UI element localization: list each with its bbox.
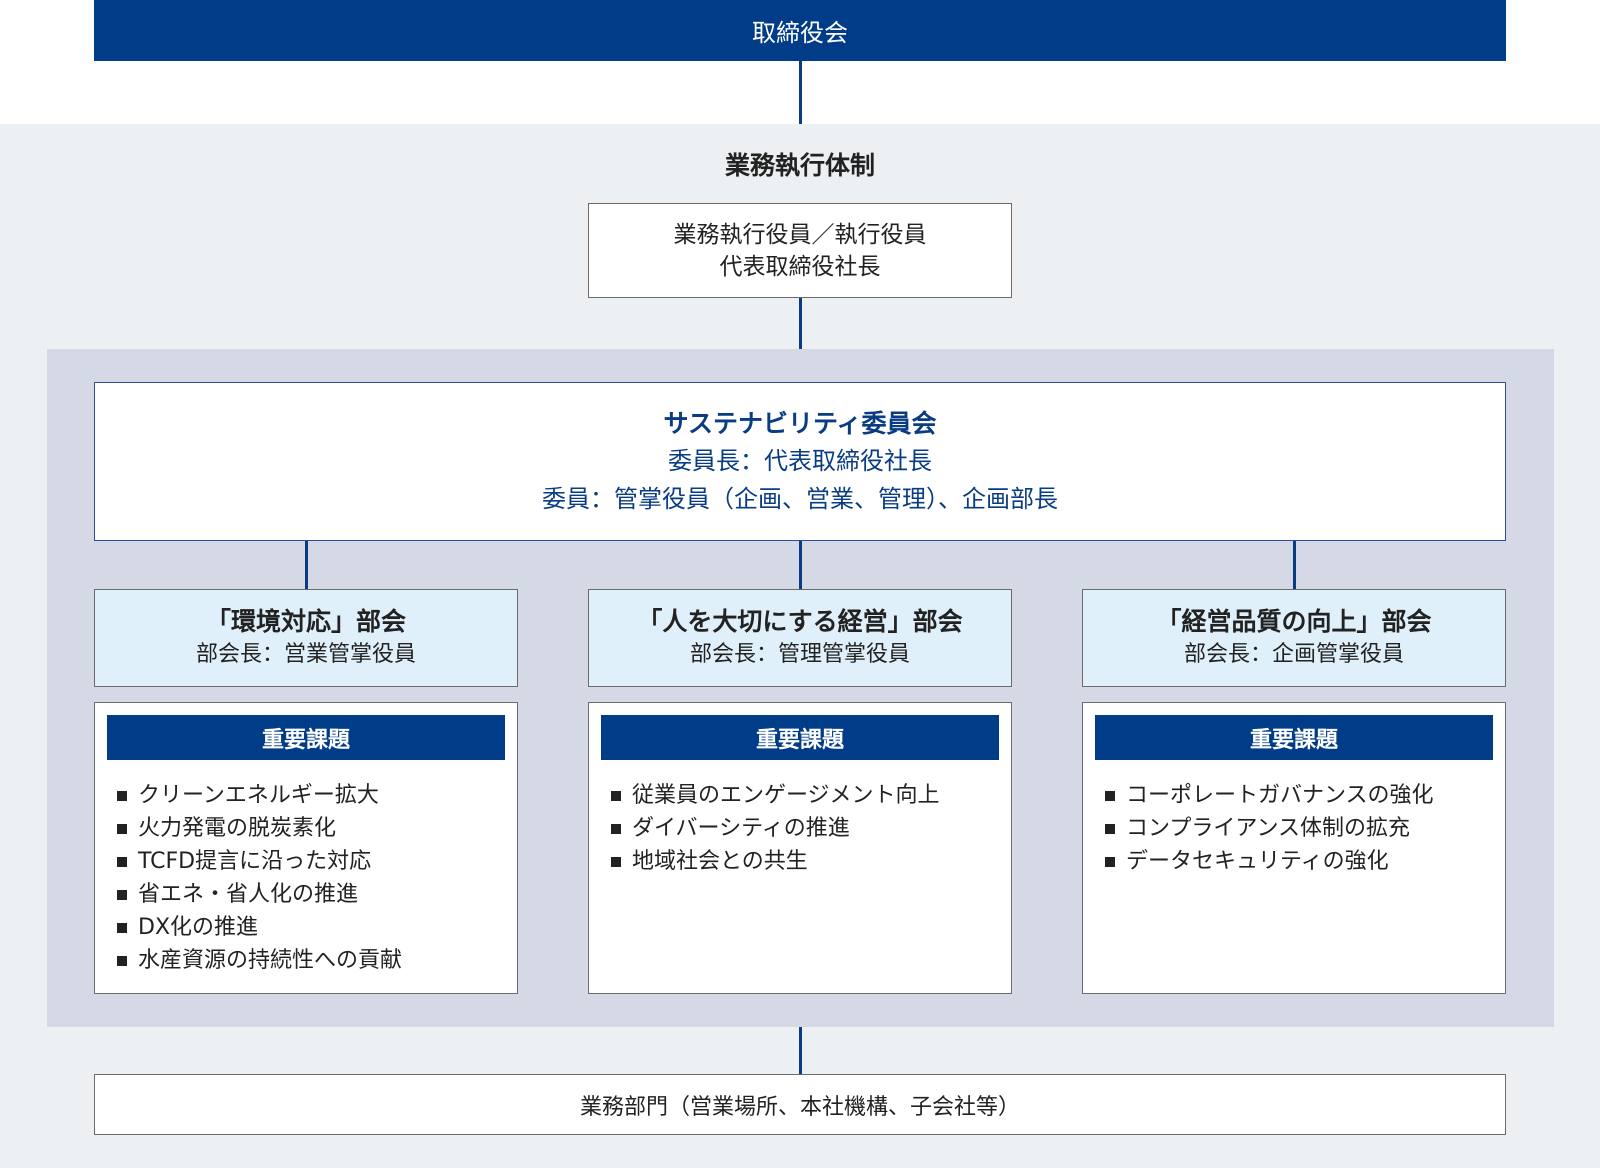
- subcommittee-quality-header: 「経営品質の向上」部会 部会長：企画管掌役員: [1082, 589, 1506, 687]
- executive-officers-line1: 業務執行役員／執行役員: [673, 221, 927, 248]
- executive-officers-line2: 代表取締役社長: [719, 253, 881, 280]
- list-item: 従業員のエンゲージメント向上: [611, 779, 1003, 812]
- subcommittee-environment-issues: 重要課題 クリーンエネルギー拡大 火力発電の脱炭素化 TCFD提言に沿った対応 …: [94, 702, 518, 994]
- bullet-square-icon: [1105, 856, 1115, 867]
- bullet-square-icon: [1105, 790, 1115, 801]
- issue-text: 地域社会との共生: [632, 849, 808, 874]
- bullet-square-icon: [611, 790, 621, 801]
- bullet-square-icon: [117, 823, 127, 834]
- subcommittee-chair: 部会長：営業管掌役員: [195, 642, 416, 667]
- list-item: DX化の推進: [117, 911, 509, 944]
- list-item: 省エネ・省人化の推進: [117, 878, 509, 911]
- committee-members: 委員：管掌役員（企画、営業、管理）、企画部長: [542, 484, 1058, 513]
- key-issues-list: コーポレートガバナンスの強化 コンプライアンス体制の拡充 データセキュリティの強…: [1105, 779, 1497, 878]
- key-issues-banner: 重要課題: [107, 715, 505, 760]
- subcommittee-environment-header: 「環境対応」部会 部会長：営業管掌役員: [94, 589, 518, 687]
- subcommittee-name: 「環境対応」部会: [205, 607, 406, 636]
- list-item: 地域社会との共生: [611, 845, 1003, 878]
- issue-text: クリーンエネルギー拡大: [138, 783, 379, 808]
- key-issues-list: 従業員のエンゲージメント向上 ダイバーシティの推進 地域社会との共生: [611, 779, 1003, 878]
- execution-structure-title: 業務執行体制: [724, 151, 875, 180]
- list-item: TCFD提言に沿った対応: [117, 845, 509, 878]
- committee-chair: 委員長：代表取締役社長: [668, 446, 932, 475]
- subcommittee-quality-issues: 重要課題 コーポレートガバナンスの強化 コンプライアンス体制の拡充 データセキュ…: [1082, 702, 1506, 994]
- list-item: コーポレートガバナンスの強化: [1105, 779, 1497, 812]
- sustainability-committee-box: サステナビリティ委員会 委員長：代表取締役社長 委員：管掌役員（企画、営業、管理…: [94, 382, 1506, 541]
- connector-committee-to-sub-1: [305, 541, 308, 589]
- list-item: ダイバーシティの推進: [611, 812, 1003, 845]
- issue-text: 省エネ・省人化の推進: [138, 882, 359, 907]
- bullet-square-icon: [117, 955, 127, 966]
- list-item: クリーンエネルギー拡大: [117, 779, 509, 812]
- list-item: 火力発電の脱炭素化: [117, 812, 509, 845]
- connector-committee-to-sub-3: [1293, 541, 1296, 589]
- bullet-square-icon: [611, 856, 621, 867]
- bullet-square-icon: [611, 823, 621, 834]
- board-label: 取締役会: [752, 19, 848, 47]
- board-of-directors-box: 取締役会: [94, 0, 1506, 61]
- bullet-square-icon: [117, 790, 127, 801]
- issue-text: 火力発電の脱炭素化: [138, 816, 337, 841]
- subcommittee-name: 「人を大切にする経営」部会: [637, 607, 963, 636]
- issue-text: DX化の推進: [138, 915, 259, 940]
- key-issues-list: クリーンエネルギー拡大 火力発電の脱炭素化 TCFD提言に沿った対応 省エネ・省…: [117, 779, 509, 977]
- connector-board-to-execution: [799, 61, 802, 124]
- executive-officers-box: 業務執行役員／執行役員 代表取締役社長: [588, 203, 1012, 298]
- issue-text: 従業員のエンゲージメント向上: [632, 783, 940, 808]
- issue-text: コーポレートガバナンスの強化: [1126, 783, 1434, 808]
- bullet-square-icon: [1105, 823, 1115, 834]
- bullet-square-icon: [117, 922, 127, 933]
- list-item: 水産資源の持続性への貢献: [117, 944, 509, 977]
- issue-text: ダイバーシティの推進: [632, 816, 850, 841]
- subcommittee-people-issues: 重要課題 従業員のエンゲージメント向上 ダイバーシティの推進 地域社会との共生: [588, 702, 1012, 994]
- list-item: コンプライアンス体制の拡充: [1105, 812, 1497, 845]
- subcommittee-chair: 部会長：管理管掌役員: [689, 642, 910, 667]
- connector-officers-to-committee: [799, 298, 802, 349]
- issue-text: データセキュリティの強化: [1126, 849, 1389, 874]
- subcommittee-chair: 部会長：企画管掌役員: [1183, 642, 1404, 667]
- subcommittee-people-header: 「人を大切にする経営」部会 部会長：管理管掌役員: [588, 589, 1012, 687]
- departments-label: 業務部門（営業場所、本社機構、子会社等）: [579, 1094, 1020, 1120]
- issue-text: TCFD提言に沿った対応: [138, 849, 372, 874]
- business-departments-box: 業務部門（営業場所、本社機構、子会社等）: [94, 1074, 1506, 1135]
- key-issues-banner: 重要課題: [601, 715, 999, 760]
- connector-committee-to-departments: [799, 1027, 802, 1074]
- issue-text: コンプライアンス体制の拡充: [1126, 816, 1411, 841]
- issue-text: 水産資源の持続性への貢献: [138, 948, 403, 973]
- committee-title: サステナビリティ委員会: [663, 408, 937, 438]
- bullet-square-icon: [117, 889, 127, 900]
- key-issues-banner: 重要課題: [1095, 715, 1493, 760]
- list-item: データセキュリティの強化: [1105, 845, 1497, 878]
- bullet-square-icon: [117, 856, 127, 867]
- subcommittee-name: 「経営品質の向上」部会: [1156, 607, 1432, 636]
- connector-committee-to-sub-2: [799, 541, 802, 589]
